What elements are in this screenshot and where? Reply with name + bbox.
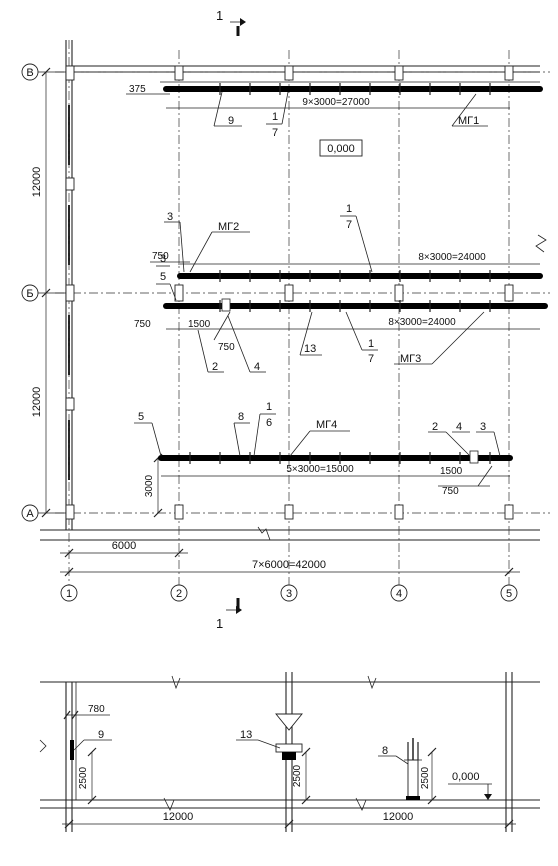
dim-375: 375 [129, 84, 146, 95]
dim-1500-a: 1500 [188, 319, 211, 330]
fraction-2-num: 1 [346, 203, 352, 215]
dim-vert-upper: 12000 [31, 167, 43, 198]
level-mark: 0,000 [319, 139, 363, 157]
pipe-mg3: 8×3000=24000 750 1500 750 МГ3 13 1 7 2 4 [134, 298, 548, 373]
dim-750-d: 750 [442, 486, 459, 497]
sec-callout-8: 8 [382, 745, 388, 757]
col-label-2: 2 [176, 588, 182, 600]
col-label-4: 4 [396, 588, 402, 600]
callout-5-a: 5 [160, 271, 166, 283]
sec-dim-12000-a: 12000 [163, 811, 194, 823]
row-label-v: В [26, 67, 33, 79]
callout-5-b: 5 [138, 411, 144, 423]
sec-dim-2500-b: 2500 [292, 764, 303, 787]
section-mark-top: 1 [216, 8, 246, 36]
dim-mg4-span: 5×3000=15000 [286, 464, 354, 475]
callout-2-a: 2 [212, 361, 218, 373]
col-label-5: 5 [506, 588, 512, 600]
grid-axes [55, 40, 550, 600]
col-label-3: 3 [286, 588, 292, 600]
fraction-4-num: 1 [266, 401, 272, 413]
horizontal-dimensions: 6000 7×6000=42000 [60, 540, 520, 577]
dim-750-a: 750 [152, 251, 169, 262]
plan-view: 1 [21, 8, 550, 631]
fraction-4-den: 6 [266, 417, 272, 429]
sec-callout-9: 9 [98, 729, 104, 741]
fraction-3-num: 1 [368, 338, 374, 350]
pipe-mg4: 5×3000=15000 МГ4 5 8 1 6 2 4 3 [134, 401, 513, 497]
label-mg3: МГ3 [400, 353, 421, 365]
dim-mg3-span: 8×3000=24000 [388, 317, 456, 328]
callout-4-b: 4 [456, 421, 462, 433]
fraction-1-num: 1 [272, 111, 278, 123]
column-axis-bubbles: 1 2 3 4 5 [60, 584, 518, 602]
vertical-dimensions: 12000 12000 3000 [31, 67, 163, 518]
callout-13: 13 [304, 343, 316, 355]
sec-callout-13: 13 [240, 729, 252, 741]
section-view: 780 9 13 8 2500 2500 2500 0,000 [39, 672, 540, 832]
section-mark-label-bottom: 1 [216, 616, 223, 631]
dim-total: 7×6000=42000 [252, 559, 326, 571]
pipe-mg1: 375 9×3000=27000 МГ1 9 1 7 [126, 81, 543, 139]
dim-mg1-span: 9×3000=27000 [302, 97, 370, 108]
row-axis-bubbles: В Б А [21, 63, 66, 522]
callout-4-a: 4 [254, 361, 260, 373]
callout-3-a: 3 [167, 211, 173, 223]
sec-dim-2500-c: 2500 [420, 766, 431, 789]
pipe-mg2: 8×3000=24000 750 МГ2 3 1 7 3 5 [150, 203, 543, 301]
dim-750-c: 750 [218, 342, 235, 353]
col-label-1: 1 [66, 588, 72, 600]
dim-mg2-span: 8×3000=24000 [418, 252, 486, 263]
callout-3-b: 3 [160, 253, 166, 265]
dim-750-b: 750 [134, 319, 151, 330]
columns [65, 65, 514, 520]
sec-dim-780: 780 [88, 704, 105, 715]
fraction-3-den: 7 [368, 353, 374, 365]
label-mg2: МГ2 [218, 221, 239, 233]
row-label-b: Б [26, 288, 33, 300]
callout-3-c: 3 [480, 421, 486, 433]
sec-dim-12000-b: 12000 [383, 811, 414, 823]
callout-8: 8 [238, 411, 244, 423]
sec-dim-2500-a: 2500 [78, 766, 89, 789]
fraction-1-den: 7 [272, 127, 278, 139]
fraction-2-den: 7 [346, 219, 352, 231]
section-mark-bottom: 1 [216, 598, 242, 631]
level-mark-text: 0,000 [327, 143, 355, 155]
dim-1500-b: 1500 [440, 466, 463, 477]
label-mg1: МГ1 [458, 115, 479, 127]
callout-2-b: 2 [432, 421, 438, 433]
sec-level-mark: 0,000 [452, 771, 480, 783]
label-mg4: МГ4 [316, 419, 337, 431]
dim-vert-lower: 12000 [31, 387, 43, 418]
dim-6000: 6000 [112, 540, 136, 552]
callout-9: 9 [228, 115, 234, 127]
section-mark-label: 1 [216, 8, 223, 23]
dim-vert-3000: 3000 [144, 474, 155, 497]
row-label-a: А [26, 508, 34, 520]
